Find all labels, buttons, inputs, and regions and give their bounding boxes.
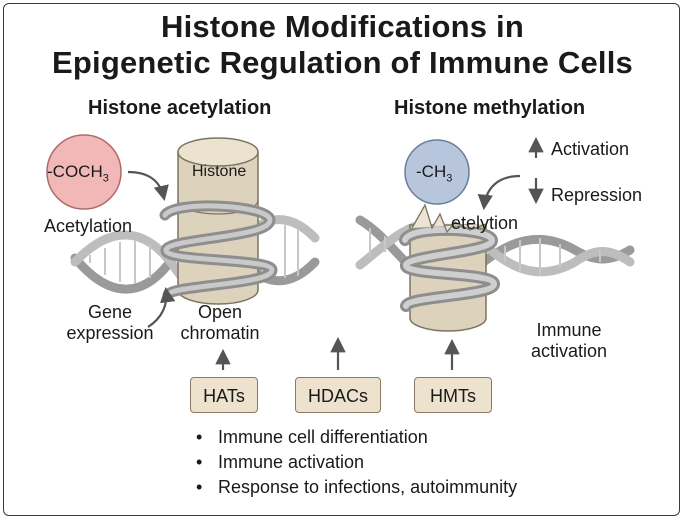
methylation-heading: Histone methylation: [394, 97, 586, 119]
methyl-group-label: -CH3: [416, 162, 453, 185]
acetylation-heading: Histone acetylation: [88, 97, 272, 119]
acetylation-label: Acetylation: [44, 216, 133, 236]
acetyl-group-label: -COCH3: [47, 162, 109, 185]
immune-activation-label: Immune activation: [530, 320, 608, 361]
repression-label: Repression: [551, 185, 643, 205]
hdacs-box: HDACs: [295, 377, 381, 413]
figure-frame: [3, 3, 680, 516]
gene-expression-label: Gene expression: [66, 302, 154, 343]
outcome-item: •Immune activation: [196, 452, 365, 472]
methylation-process-label: etelytion: [451, 213, 519, 233]
outcomes-list: •Immune cell differentiation •Immune act…: [196, 425, 517, 500]
left-histone: [159, 137, 278, 305]
activation-label: Activation: [551, 139, 630, 159]
methyl-group-circle: [404, 139, 470, 205]
acetyl-group-circle: [46, 134, 122, 210]
right-histone: [399, 203, 501, 332]
figure-title-line-1: Histone Modifications in: [160, 9, 525, 44]
figure-title-line-2: Epigenetic Regulation of Immune Cells: [52, 45, 633, 80]
histone-label: Histone: [192, 163, 247, 180]
hats-box: HATs: [190, 377, 258, 413]
outcome-item: •Response to infections, autoimmunity: [196, 477, 518, 497]
open-chromatin-label: Open chromatin: [180, 302, 260, 343]
hmts-box: HMTs: [414, 377, 492, 413]
outcome-item: •Immune cell differentiation: [196, 427, 428, 447]
